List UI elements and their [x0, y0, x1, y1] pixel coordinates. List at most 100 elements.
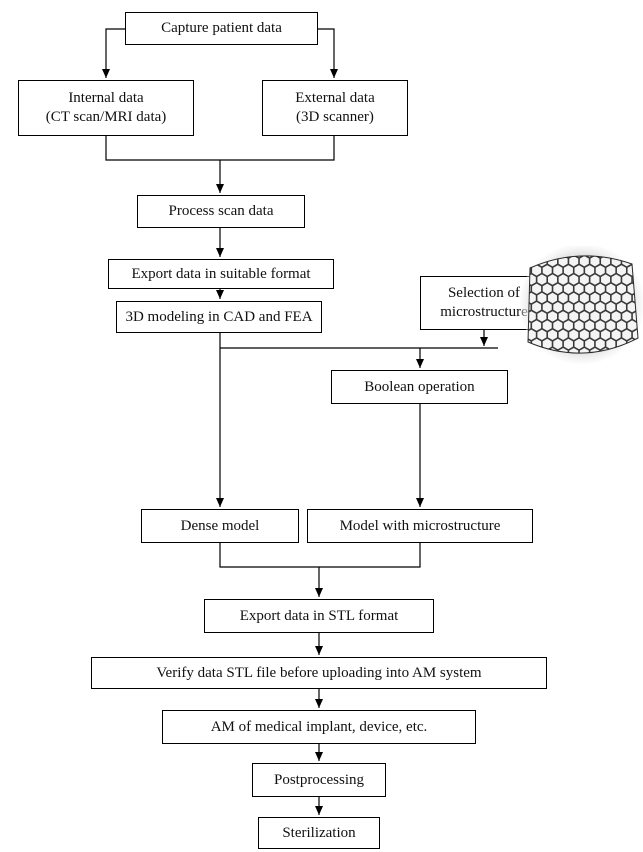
lattice-hole	[622, 348, 632, 354]
lattice-hole	[622, 311, 632, 322]
external-data-sublabel: (3D scanner)	[296, 109, 374, 125]
lattice-hole	[574, 283, 584, 294]
lattice-hole	[638, 357, 643, 366]
lattice-hole	[622, 274, 632, 285]
lattice-hole	[558, 274, 568, 285]
lattice-hole	[606, 338, 616, 350]
lattice-hole	[574, 320, 584, 331]
lattice-hole	[579, 348, 589, 354]
postprocessing-box: Postprocessing	[252, 763, 386, 797]
lattice-hole	[601, 311, 611, 322]
lattice-hole	[616, 302, 626, 313]
lattice-hole	[611, 274, 621, 285]
lattice-hole	[579, 311, 589, 322]
sterilization-box: Sterilization	[258, 817, 380, 849]
lattice-hole	[601, 329, 611, 340]
lattice-hole	[606, 320, 616, 331]
lattice-hole	[632, 256, 638, 267]
boolean-operation-box: Boolean operation	[331, 370, 508, 404]
lattice-hole	[563, 283, 573, 294]
selection-microstructure-label: Selection of	[447, 285, 521, 301]
lattice-hole	[601, 274, 611, 285]
capture-patient-data-label: Capture patient data	[161, 20, 282, 36]
lattice-hole	[601, 292, 611, 304]
lattice-hole	[569, 348, 579, 354]
export-suitable-format-label: Export data in suitable format	[131, 265, 311, 282]
export-stl-format-box: Export data in STL format	[204, 599, 434, 633]
lattice-hole	[616, 265, 626, 276]
lattice-hole	[628, 357, 637, 366]
lattice-hole	[585, 338, 595, 350]
lattice-hole	[606, 265, 616, 276]
lattice-hole	[627, 320, 637, 331]
lattice-hole	[532, 320, 542, 331]
postprocessing-label: Postprocessing	[274, 771, 364, 788]
lattice-hole	[595, 283, 605, 294]
lattice-hole	[532, 302, 542, 313]
lattice-hole	[616, 283, 626, 294]
lattice-hole	[537, 311, 547, 322]
lattice-hole	[579, 292, 589, 304]
selection-microstructure-sublabel: microstructure	[440, 304, 528, 320]
lattice-hole	[532, 283, 542, 294]
lattice-hole	[558, 329, 568, 340]
lattice-hole	[532, 357, 541, 366]
lattice-hole	[574, 338, 584, 350]
lattice-hole	[542, 320, 552, 331]
lattice-hole	[548, 274, 558, 285]
lattice-hole	[638, 265, 643, 275]
lattice-hole	[590, 292, 600, 304]
lattice-hole	[590, 311, 600, 322]
external-data-box: External data (3D scanner)	[262, 80, 408, 136]
sterilization-label: Sterilization	[282, 824, 356, 841]
lattice-hole	[553, 320, 563, 331]
lattice-hole	[595, 265, 605, 276]
modeling-cad-fea-box: 3D modeling in CAD and FEA	[116, 301, 322, 333]
lattice-hole	[622, 292, 632, 304]
lattice-hole	[569, 311, 579, 322]
boolean-operation-label: Boolean operation	[364, 378, 475, 395]
export-suitable-format-box: Export data in suitable format	[108, 259, 334, 289]
model-with-microstructure-box: Model with microstructure	[307, 509, 533, 543]
lattice-hole	[563, 320, 573, 331]
lattice-hole	[563, 338, 573, 350]
lattice-hole	[548, 292, 558, 304]
lattice-hole	[595, 302, 605, 313]
lattice-hole	[537, 329, 547, 340]
lattice-hole	[543, 357, 552, 366]
lattice-hole	[585, 320, 595, 331]
lattice-hole	[611, 292, 621, 304]
lattice-hole	[622, 329, 632, 340]
capture-patient-data-box: Capture patient data	[125, 12, 318, 45]
model-with-microstructure-label: Model with microstructure	[339, 517, 501, 534]
lattice-hole	[542, 265, 552, 276]
lattice-hole	[553, 265, 563, 276]
lattice-hole	[569, 256, 579, 267]
lattice-hole	[569, 292, 579, 304]
process-scan-data-box: Process scan data	[137, 195, 305, 228]
lattice-hole	[548, 311, 558, 322]
lattice-hole	[528, 348, 536, 354]
lattice-hole	[532, 265, 542, 276]
dense-model-box: Dense model	[141, 509, 299, 543]
lattice-hole	[569, 329, 579, 340]
am-medical-implant-label: AM of medical implant, device, etc.	[210, 718, 428, 735]
lattice-hole	[611, 311, 621, 322]
lattice-hole	[537, 274, 547, 285]
lattice-hole	[632, 348, 638, 354]
lattice-hole	[585, 302, 595, 313]
lattice-hole	[553, 338, 563, 350]
lattice-hole	[585, 265, 595, 276]
internal-data-box: Internal data (CT scan/MRI data)	[18, 80, 194, 136]
lattice-hole	[553, 302, 563, 313]
lattice-hole	[638, 339, 643, 349]
am-medical-implant-box: AM of medical implant, device, etc.	[162, 710, 476, 744]
verify-stl-file-label: Verify data STL file before uploading in…	[156, 664, 482, 681]
external-data-label: External data	[295, 90, 375, 106]
lattice-hole	[522, 357, 531, 366]
lattice-hole	[590, 329, 600, 340]
lattice-hole	[558, 292, 568, 304]
export-stl-format-label: Export data in STL format	[239, 607, 399, 624]
lattice-hole	[585, 283, 595, 294]
lattice-hole	[542, 302, 552, 313]
